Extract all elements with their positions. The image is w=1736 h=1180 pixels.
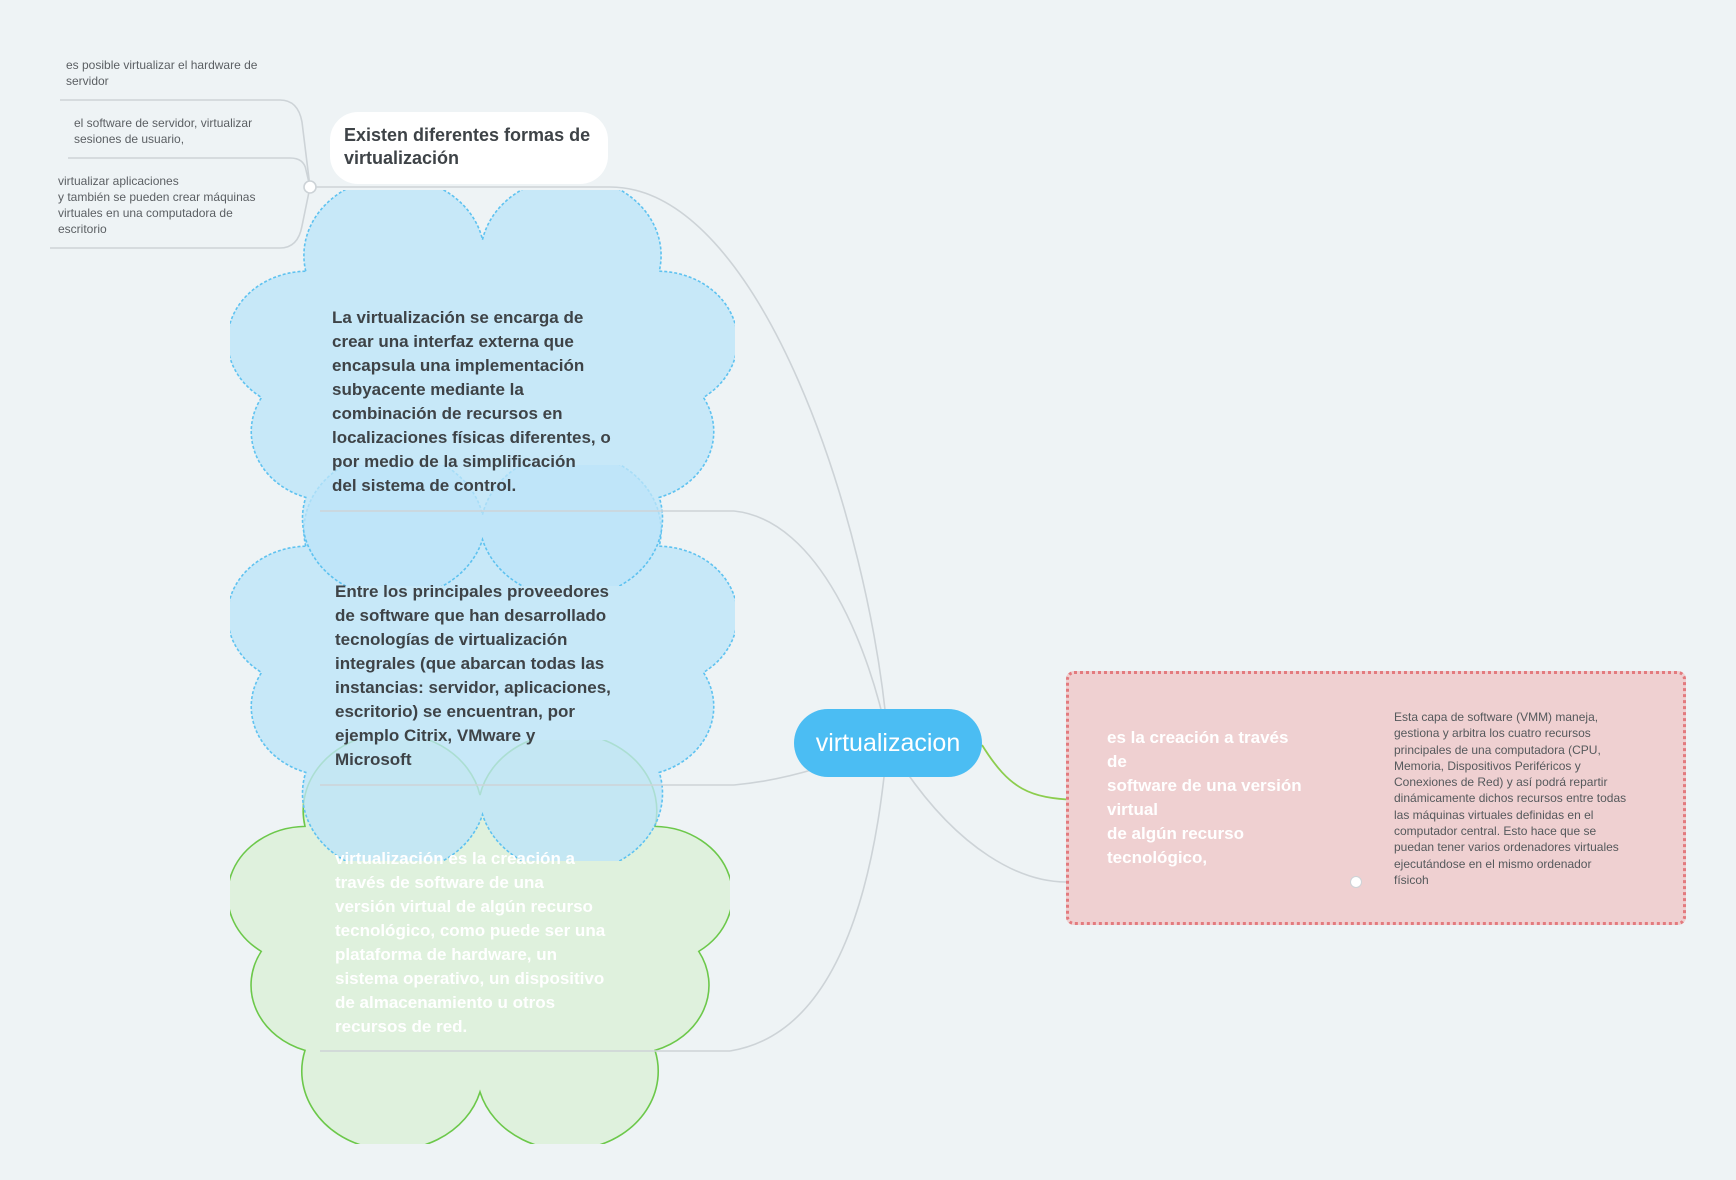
central-topic[interactable]: virtualizacion — [794, 709, 982, 777]
central-topic-label: virtualizacion — [815, 728, 961, 757]
connector-cloud-green — [729, 739, 889, 1052]
subtopic-software-servidor[interactable]: el software de servidor, virtualizar ses… — [74, 116, 253, 146]
red-box-topic[interactable] — [1066, 671, 1686, 925]
cloud-green-text[interactable]: virtualización es la creación a través d… — [335, 849, 606, 1036]
subtopic-brackets — [50, 99, 311, 249]
connector-cloud-1 — [733, 510, 889, 741]
arrow-to-red-box — [981, 744, 1079, 806]
cloud-blue-1-text[interactable]: La virtualización se encarga de crear un… — [332, 308, 611, 495]
red-box-description[interactable]: Esta capa de software (VMM) maneja, gest… — [1394, 710, 1627, 887]
subtopic-aplicaciones-escritorio[interactable]: virtualizar aplicaciones y también se pu… — [58, 174, 256, 236]
connector-forms — [310, 186, 889, 741]
topic-formas-virtualizacion[interactable]: Existen diferentes formas de virtualizac… — [330, 112, 608, 184]
red-box-title[interactable]: es la creación a través de software de u… — [1107, 728, 1302, 867]
cloud-blue-2-text[interactable]: Entre los principales proveedores de sof… — [335, 582, 611, 769]
subtopic-junction-node[interactable] — [303, 180, 317, 194]
cloud-underlines — [320, 510, 734, 1052]
red-box-junction-node[interactable] — [1350, 876, 1362, 888]
subtopic-hardware-servidor[interactable]: es posible virtualizar el hardware de se… — [66, 58, 258, 88]
connector-red-box — [904, 769, 1067, 883]
connector-lines — [310, 186, 1067, 1052]
